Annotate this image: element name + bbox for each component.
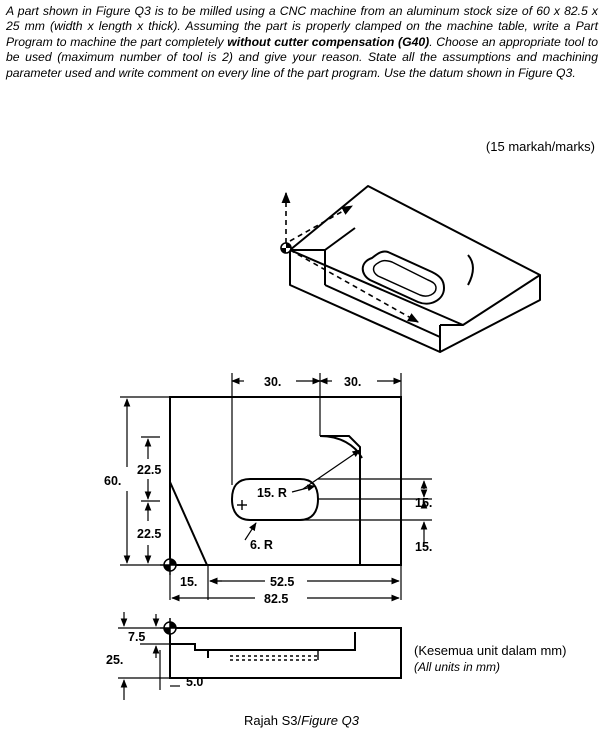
dim-radius-slot: 15. R: [257, 486, 287, 500]
dim-bottom-mid: 52.5: [270, 575, 294, 589]
dim-right-lower: 15.: [415, 540, 432, 554]
dim-side-height: 25.: [106, 653, 123, 667]
caption-en: Figure Q3: [301, 713, 359, 728]
datum-axes: [280, 191, 419, 323]
question-text: A part shown in Figure Q3 is to be mille…: [6, 4, 598, 81]
dim-side-depth: 5.0: [186, 675, 203, 689]
dim-side-step: 7.5: [128, 630, 145, 644]
side-view: [169, 627, 402, 679]
question-segment-1: A part shown in Figure Q3 is to be mille…: [6, 4, 598, 49]
dim-height: 60.: [104, 474, 121, 488]
dim-bottom-left: 15.: [180, 575, 197, 589]
marks-label: (15 markah/marks): [485, 139, 595, 154]
datum-symbol-plan: [160, 555, 180, 575]
caption-ms: Rajah S3/: [244, 713, 302, 728]
dim-right-upper: 15.: [415, 496, 432, 510]
dim-radius-fillet: 6. R: [250, 538, 273, 552]
dim-bottom-total: 82.5: [264, 592, 288, 606]
question-segment-3: . Choose an appropriate tool to be used …: [6, 34, 599, 80]
figure-caption: Rajah S3/Figure Q3: [0, 713, 603, 728]
question-emphasis: without cutter compensation (G40): [227, 34, 430, 49]
units-note-ms: (Kesemua unit dalam mm): [414, 643, 567, 658]
dim-top-right: 30.: [344, 375, 361, 389]
dim-top-left: 30.: [264, 375, 281, 389]
units-note-en: (All units in mm): [414, 660, 501, 674]
dim-upper-left: 22.5: [137, 463, 161, 477]
plan-view: [169, 396, 402, 566]
dim-lower-left: 22.5: [137, 527, 161, 541]
units-note: (Kesemua unit dalam mm) (All units in mm…: [414, 643, 566, 675]
isometric-view: [289, 185, 541, 353]
datum-symbol-side: [160, 618, 180, 638]
